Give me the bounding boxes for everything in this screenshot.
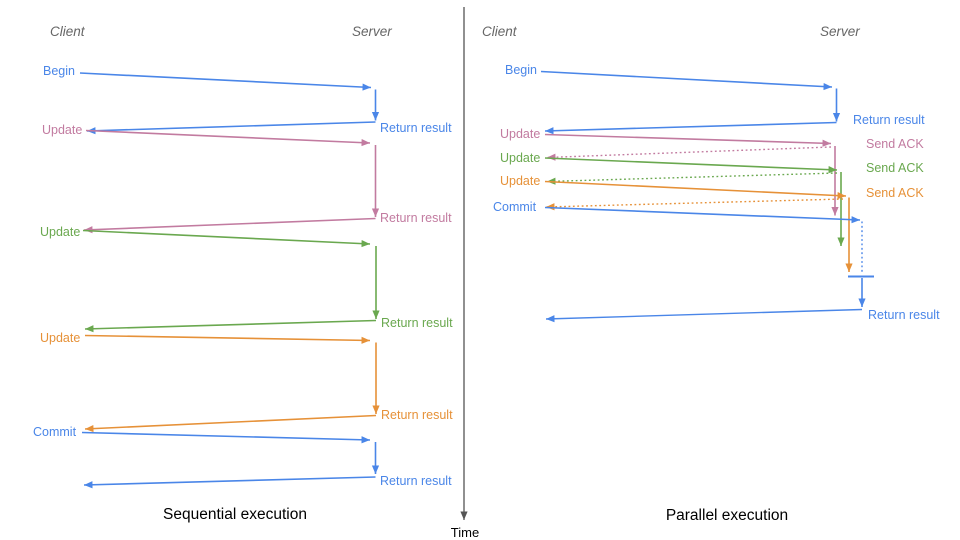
commit-label: Commit bbox=[493, 200, 537, 214]
update-1-request-arrow bbox=[85, 129, 371, 147]
begin-response-arrow bbox=[86, 121, 376, 135]
commit-request-arrow bbox=[544, 206, 861, 224]
update-1-ack-label: Send ACK bbox=[866, 137, 924, 151]
commit-label: Commit bbox=[33, 425, 77, 439]
update-2-response-arrow bbox=[84, 319, 377, 333]
commit-response-arrow bbox=[545, 308, 863, 323]
parallel-panel: Client Server Begin Return result Update… bbox=[482, 24, 940, 524]
sequential-panel-title: Sequential execution bbox=[163, 506, 307, 523]
message-update-3: Update Send ACK bbox=[500, 174, 924, 272]
client-header: Client bbox=[482, 24, 518, 39]
message-update-1: Update Send ACK bbox=[500, 127, 924, 216]
update-1-response-arrow bbox=[83, 217, 376, 234]
update-2-request-arrow bbox=[82, 229, 371, 248]
begin-request-arrow bbox=[540, 70, 833, 91]
parallel-panel-title: Parallel execution bbox=[666, 507, 788, 524]
message-begin: Begin Return result bbox=[43, 64, 452, 135]
update-1-label: Update bbox=[42, 123, 82, 137]
message-update-2: Update Send ACK bbox=[500, 151, 924, 246]
update-3-response-label: Return result bbox=[381, 408, 453, 422]
sequential-panel: Client Server Begin Return result Update… bbox=[33, 24, 453, 523]
commit-response-label: Return result bbox=[380, 474, 452, 488]
message-update-3: Update Return result bbox=[40, 331, 453, 433]
update-1-response-label: Return result bbox=[380, 211, 452, 225]
begin-response-label: Return result bbox=[380, 121, 452, 135]
message-commit: Commit Return result bbox=[33, 425, 452, 489]
update-2-request-arrow bbox=[544, 157, 838, 174]
update-3-ack-label: Send ACK bbox=[866, 186, 924, 200]
client-header: Client bbox=[50, 24, 86, 39]
update-2-ack-label: Send ACK bbox=[866, 161, 924, 175]
server-header: Server bbox=[352, 24, 392, 39]
update-2-response-label: Return result bbox=[381, 316, 453, 330]
update-3-request-arrow bbox=[84, 334, 371, 344]
update-3-label: Update bbox=[40, 331, 80, 345]
update-2-ack-arrow bbox=[546, 172, 838, 185]
begin-request-arrow bbox=[79, 72, 372, 91]
update-1-ack-arrow bbox=[546, 146, 832, 161]
message-commit: Commit Return result bbox=[493, 200, 940, 323]
update-1-request-arrow bbox=[544, 133, 832, 147]
update-3-response-arrow bbox=[84, 414, 377, 433]
update-2-label: Update bbox=[40, 225, 80, 239]
commit-request-arrow bbox=[81, 431, 371, 444]
update-1-label: Update bbox=[500, 127, 540, 141]
update-3-label: Update bbox=[500, 174, 540, 188]
commit-response-arrow bbox=[83, 476, 376, 489]
commit-response-label: Return result bbox=[868, 308, 940, 322]
update-3-request-arrow bbox=[544, 180, 847, 200]
server-header: Server bbox=[820, 24, 860, 39]
message-begin: Begin Return result bbox=[505, 63, 925, 135]
message-update-1: Update Return result bbox=[42, 123, 452, 234]
update-3-ack-arrow bbox=[545, 198, 844, 211]
update-2-label: Update bbox=[500, 151, 540, 165]
begin-label: Begin bbox=[43, 64, 75, 78]
begin-label: Begin bbox=[505, 63, 537, 77]
message-update-2: Update Return result bbox=[40, 225, 453, 333]
begin-response-arrow bbox=[544, 121, 837, 135]
time-axis-label: Time bbox=[451, 525, 479, 540]
begin-response-label: Return result bbox=[853, 113, 925, 127]
time-axis: Time bbox=[451, 7, 479, 540]
